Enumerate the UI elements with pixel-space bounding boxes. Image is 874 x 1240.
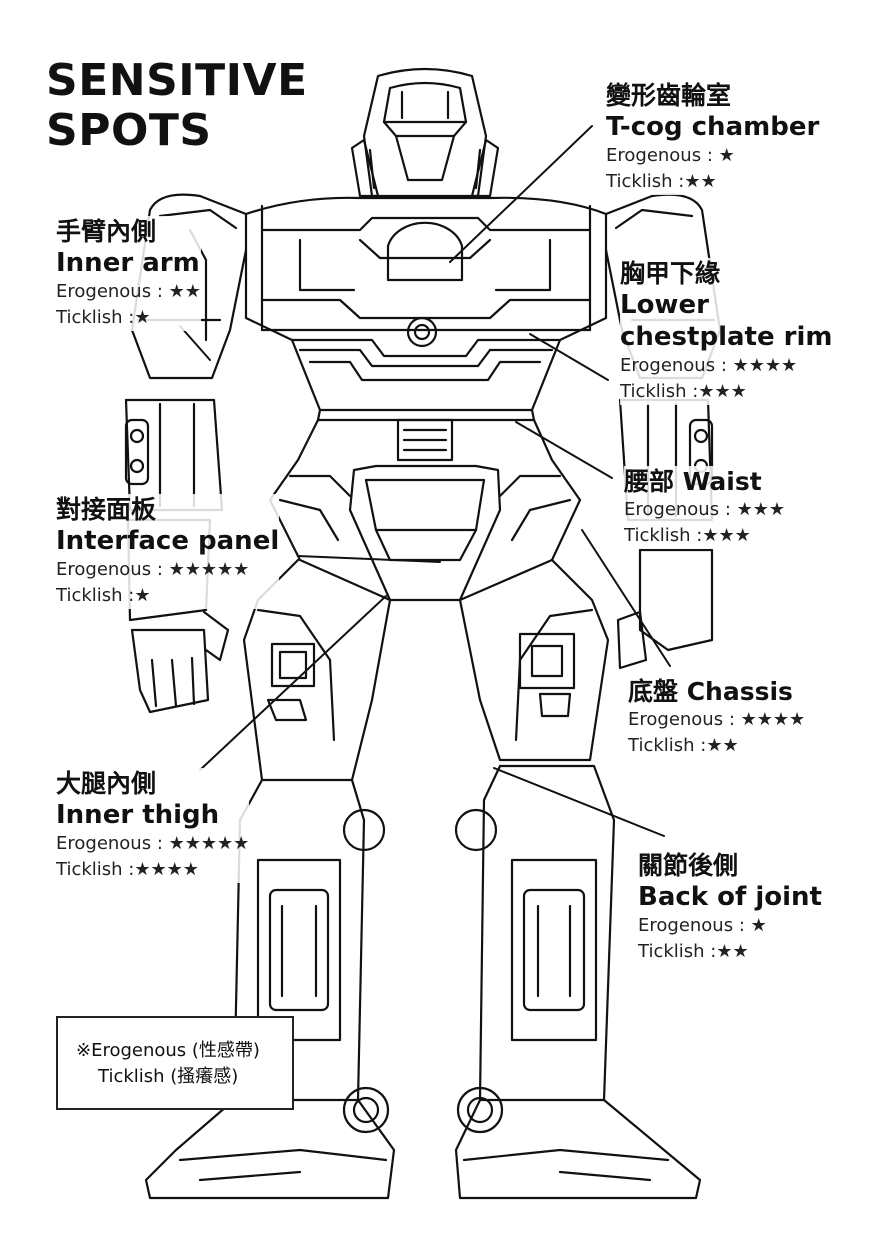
legend-ticklish: Ticklish (搔癢感) <box>98 1066 239 1087</box>
leader-inner-thigh <box>199 595 387 771</box>
title-line1: SENSITIVE <box>46 55 308 106</box>
erogenous-rating: Erogenous : ★ <box>638 915 767 936</box>
ticklish-rating: Ticklish :★★★ <box>624 525 751 546</box>
leader-chassis <box>581 529 671 667</box>
ticklish-rating: Ticklish :★★ <box>606 171 717 192</box>
label-en: Inner arm <box>56 248 200 278</box>
label-zh: 大腿內側 <box>56 769 157 798</box>
label-zh: 底盤 Chassis <box>628 677 793 706</box>
label-en: Inner thigh <box>56 800 220 830</box>
label-interface-panel: 對接面板 Interface panel Erogenous : ★★★★★ T… <box>56 494 280 609</box>
label-back-of-joint: 關節後側 Back of joint Erogenous : ★ Ticklis… <box>638 850 822 965</box>
label-lower-chestplate-rim: 胸甲下緣 Lower chestplate rim Erogenous : ★★… <box>620 258 833 405</box>
legend-erogenous: ※Erogenous (性感帶) <box>76 1040 260 1061</box>
leader-joint <box>493 767 665 837</box>
robot-pelvis <box>268 418 582 602</box>
erogenous-rating: Erogenous : ★★★★★ <box>56 559 250 580</box>
label-en: Lower <box>620 290 709 320</box>
label-inner-arm: 手臂內側 Inner arm Erogenous : ★★ Ticklish :… <box>56 216 201 331</box>
label-en: Back of joint <box>638 882 822 912</box>
robot-left-leg <box>144 558 396 1200</box>
erogenous-rating: Erogenous : ★★★★ <box>628 709 806 730</box>
label-zh: 對接面板 <box>56 495 157 524</box>
ticklish-rating: Ticklish :★★★ <box>620 381 747 402</box>
label-waist: 腰部 Waist Erogenous : ★★★ Ticklish :★★★ <box>624 466 786 549</box>
erogenous-rating: Erogenous : ★★★★ <box>620 355 798 376</box>
erogenous-rating: Erogenous : ★ <box>606 145 735 166</box>
label-chassis: 底盤 Chassis Erogenous : ★★★★ Ticklish :★★ <box>628 676 806 759</box>
erogenous-rating: Erogenous : ★★★ <box>624 499 786 520</box>
ticklish-rating: Ticklish :★ <box>56 307 151 328</box>
label-inner-thigh: 大腿內側 Inner thigh Erogenous : ★★★★★ Tickl… <box>56 768 250 883</box>
ticklish-rating: Ticklish :★ <box>56 585 151 606</box>
ticklish-rating: Ticklish :★★★★ <box>56 859 199 880</box>
robot-head <box>350 67 500 198</box>
leader-interface <box>297 555 441 563</box>
ticklish-rating: Ticklish :★★ <box>628 735 739 756</box>
legend-box: ※Erogenous (性感帶) Ticklish (搔癢感) <box>56 1016 294 1110</box>
erogenous-rating: Erogenous : ★★★★★ <box>56 833 250 854</box>
leader-t-cog <box>449 125 593 263</box>
label-en-line2: chestplate rim <box>620 322 833 352</box>
leader-waist <box>515 421 613 479</box>
robot-torso <box>244 196 608 462</box>
ticklish-rating: Ticklish :★★ <box>638 941 749 962</box>
leader-inner-arm <box>179 325 211 361</box>
leader-chestplate <box>529 333 609 381</box>
label-zh: 手臂內側 <box>56 217 157 246</box>
label-zh: 變形齒輪室 <box>606 81 732 110</box>
label-zh: 胸甲下緣 <box>620 259 721 288</box>
label-zh: 腰部 Waist <box>624 467 762 496</box>
leader-lines <box>179 125 671 837</box>
title-line2: SPOTS <box>46 105 212 156</box>
label-zh: 關節後側 <box>638 851 739 880</box>
page-title: SENSITIVE SPOTS <box>46 56 308 156</box>
label-t-cog-chamber: 變形齒輪室 T-cog chamber Erogenous : ★ Tickli… <box>606 80 820 195</box>
label-en: Interface panel <box>56 526 280 556</box>
label-en: T-cog chamber <box>606 112 820 142</box>
erogenous-rating: Erogenous : ★★ <box>56 281 201 302</box>
robot-right-leg <box>454 558 702 1200</box>
